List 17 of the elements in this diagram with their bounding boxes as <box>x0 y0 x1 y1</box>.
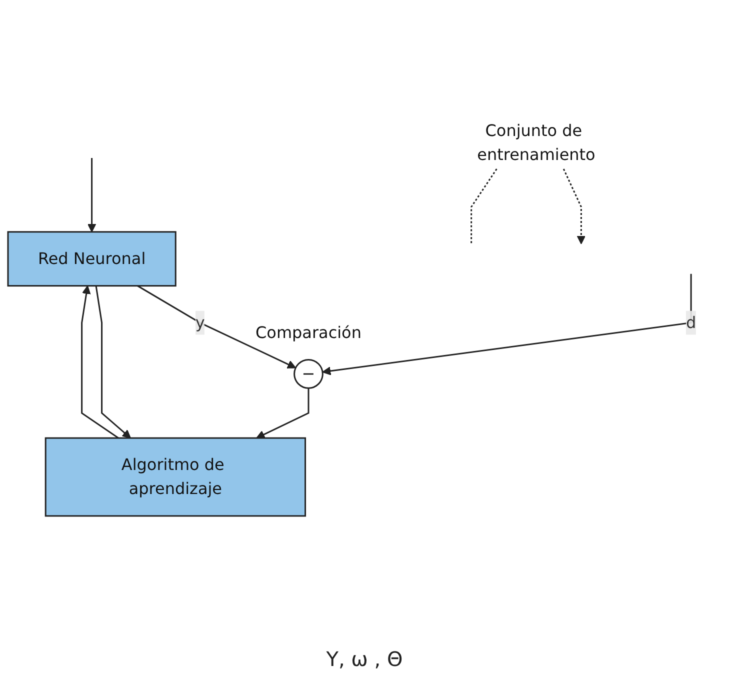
connector <box>470 168 498 244</box>
arrow <box>322 274 692 376</box>
arrow <box>137 285 296 368</box>
node-box <box>7 231 176 287</box>
parameter-label: Y, ω , Θ <box>326 647 403 671</box>
arrow <box>256 388 310 439</box>
arrow <box>562 168 586 244</box>
arrow <box>87 158 96 232</box>
node-label: Comparación <box>256 322 362 342</box>
flowchart-drawing: y d Conjunto de entrenamiento Red Neuronal − Comparación Algoritmo de aprendizaje <box>0 0 729 620</box>
arrow <box>81 285 119 439</box>
node-circle <box>294 358 324 389</box>
edge-label: y <box>195 312 205 332</box>
arrow <box>95 286 131 438</box>
node-text: Conjunto de entrenamiento <box>477 121 596 164</box>
node-box <box>44 437 306 517</box>
edge-label: d <box>686 312 696 332</box>
